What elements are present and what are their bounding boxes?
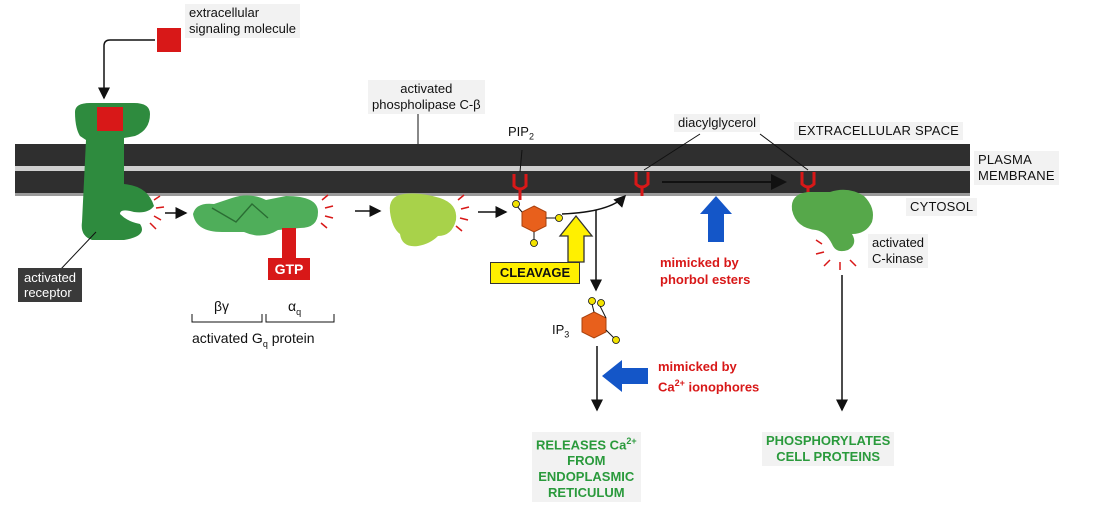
label-activated-ckinase: activated C-kinase bbox=[868, 234, 929, 268]
arrow-to-dag bbox=[561, 194, 627, 215]
gq-protein bbox=[193, 195, 318, 258]
dag-pointers bbox=[643, 133, 809, 171]
pip2-pointer bbox=[519, 149, 523, 173]
ckinase-active-lines bbox=[815, 239, 857, 270]
label-phosphorylates: PHOSPHORYLATES CELL PROTEINS bbox=[762, 432, 895, 466]
signal-arrow bbox=[98, 39, 155, 100]
dag-lipid-1 bbox=[634, 172, 650, 196]
label-pip2: PIP2 bbox=[508, 124, 534, 142]
activated-receptor bbox=[75, 103, 154, 240]
receptor-active-site-lines bbox=[149, 195, 165, 230]
label-mimicked-ionophores: mimicked by Ca2+ ionophores bbox=[658, 359, 760, 395]
label-ip3: IP3 bbox=[552, 322, 570, 340]
label-beta-gamma: βγ bbox=[214, 298, 230, 314]
phospholipase-c-beta bbox=[389, 193, 457, 247]
cleavage-label: CLEAVAGE bbox=[490, 262, 580, 284]
label-releases-calcium: RELEASES Ca2+ FROM ENDOPLASMIC RETICULUM bbox=[532, 432, 641, 503]
gq-brackets bbox=[191, 314, 335, 323]
ip3-molecule bbox=[581, 297, 620, 344]
gtp-badge: GTP bbox=[268, 258, 310, 280]
signal-molecule-square bbox=[157, 28, 181, 52]
label-cytosol: CYTOSOL bbox=[906, 198, 978, 216]
label-plasma-membrane: PLASMA MEMBRANE bbox=[974, 151, 1059, 185]
label-signal-molecule: extracellular signaling molecule bbox=[185, 4, 300, 38]
label-mimicked-phorbol: mimicked by phorbol esters bbox=[660, 255, 751, 287]
pip2-lipid bbox=[512, 174, 563, 247]
gprotein-active-lines bbox=[320, 194, 334, 229]
c-kinase bbox=[791, 189, 873, 252]
label-gq-protein: activated Gq protein bbox=[192, 330, 315, 349]
phorbol-blue-arrow bbox=[700, 196, 732, 242]
ionophore-blue-arrow bbox=[602, 360, 648, 392]
label-activated-receptor: activated receptor bbox=[18, 268, 83, 302]
label-extracellular-space: EXTRACELLULAR SPACE bbox=[794, 122, 964, 140]
label-plc-beta: activated phospholipase C-β bbox=[368, 80, 485, 114]
plc-active-lines bbox=[455, 194, 470, 232]
label-alpha-q: αq bbox=[288, 298, 302, 317]
cleavage-arrow bbox=[558, 214, 594, 263]
label-diacylglycerol: diacylglycerol bbox=[674, 114, 761, 132]
receptor-pointer bbox=[59, 231, 97, 271]
plasma-membrane bbox=[15, 144, 970, 196]
